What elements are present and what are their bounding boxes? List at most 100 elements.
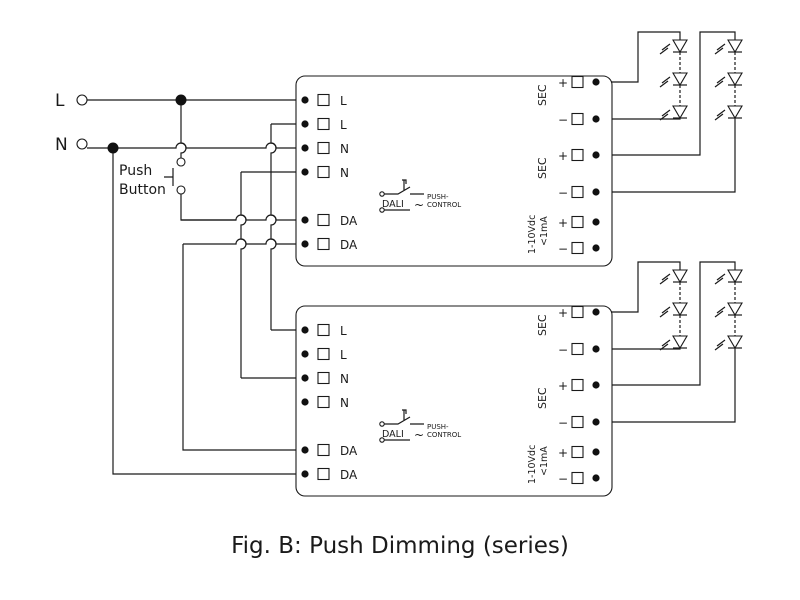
driver-1-input-label-da: DA <box>340 238 358 252</box>
driver-1-input-label-n: N <box>340 142 349 156</box>
driver-2-input-label-l: L <box>340 324 347 338</box>
driver-2-push-control-label-1: PUSH- <box>427 423 449 431</box>
wire-led-string-2-cathode <box>600 118 736 193</box>
driver-2-output-dot <box>592 381 600 389</box>
driver-2-input-terminal <box>317 443 330 457</box>
led-2-1-rays <box>714 43 726 55</box>
led-1-3 <box>672 105 688 120</box>
wire-driver2-da1-in <box>182 244 305 451</box>
driver-1-output-polarity: − <box>558 186 568 200</box>
figure-caption: Fig. B: Push Dimming (series) <box>231 533 569 559</box>
led-2-3 <box>727 105 743 120</box>
led-3-1-rays <box>659 273 671 285</box>
led-2-1 <box>727 39 743 54</box>
driver-1-dali-label: DALI <box>382 199 404 210</box>
wire-driver1-da2 <box>183 238 305 245</box>
driver-1-input-terminal <box>317 213 330 227</box>
led-4-2-rays <box>714 306 726 318</box>
driver-1-output-terminal <box>571 215 584 229</box>
driver-2-output-terminal <box>571 445 584 459</box>
driver-2-input-terminal <box>317 395 330 409</box>
mains-terminal-n <box>76 138 88 150</box>
driver-1-input-terminal <box>317 117 330 131</box>
driver-1-input-dot <box>301 216 309 224</box>
led-4-3-rays <box>714 339 726 351</box>
mains-label-l: L <box>55 91 65 111</box>
driver-2-input-dot <box>301 470 309 478</box>
driver-1-output-polarity: + <box>558 76 568 90</box>
led-3-2-rays <box>659 306 671 318</box>
led-4-2 <box>727 302 743 317</box>
driver-1-switch-symbol <box>384 186 424 195</box>
led-3-2 <box>672 302 688 317</box>
led-1-1 <box>672 39 688 54</box>
driver-2-output-terminal <box>571 305 584 319</box>
push-button-label-line2: Button <box>119 182 166 198</box>
wire-line-to-push-button <box>180 100 187 158</box>
driver-1-input-dot <box>301 144 309 152</box>
driver-1-output-terminal <box>571 185 584 199</box>
driver-2-output-dot <box>592 308 600 316</box>
driver-2-output-terminal <box>571 342 584 356</box>
driver-1-input-dot <box>301 240 309 248</box>
wire-led-string-4-cathode <box>600 348 736 423</box>
driver-1-input-terminal <box>317 237 330 251</box>
driver-2-input-terminal <box>317 467 330 481</box>
driver-1-output-polarity: + <box>558 149 568 163</box>
driver-1-sec-label-1: SEC <box>536 84 549 106</box>
driver-1-input-label-n: N <box>340 166 349 180</box>
driver-1-input-terminal <box>317 93 330 107</box>
driver-2-switch-symbol <box>384 416 424 425</box>
driver-2-output-terminal <box>571 378 584 392</box>
driver-1-output-terminal <box>571 241 584 255</box>
driver-2-input-dot <box>301 398 309 406</box>
led-1-2 <box>672 72 688 87</box>
driver-1-output-dot <box>592 218 600 226</box>
led-4-3 <box>727 335 743 350</box>
mains-terminal-l <box>76 94 88 106</box>
driver-1-output-terminal <box>571 75 584 89</box>
driver-2-input-terminal <box>317 323 330 337</box>
wire-led-string-4-anode <box>600 261 736 386</box>
driver-1-input-label-l: L <box>340 118 347 132</box>
driver-1-output-terminal <box>571 112 584 126</box>
driver-2-output-dot <box>592 345 600 353</box>
led-3-1 <box>672 269 688 284</box>
push-button-contact-bottom <box>176 185 186 195</box>
wire-neutral-to-driver2-da2 <box>112 148 305 475</box>
led-2-2-rays <box>714 76 726 88</box>
driver-1-dali-contact <box>379 191 385 197</box>
driver-1-dim-label-2: <1mA <box>539 216 550 246</box>
driver-2-dali-label: DALI <box>382 429 404 440</box>
driver-2-output-polarity: − <box>558 416 568 430</box>
driver-1-push-control-label-1: PUSH- <box>427 193 449 201</box>
driver-2-input-terminal <box>317 371 330 385</box>
driver-2-dim-label-1: 1-10Vdc <box>527 445 538 484</box>
led-3-3 <box>672 335 688 350</box>
driver-2-sec-label-1: SEC <box>536 314 549 336</box>
driver-1-output-dot <box>592 78 600 86</box>
driver-2-output-polarity: + <box>558 446 568 460</box>
driver-1-housing <box>295 75 613 267</box>
driver-1-input-dot <box>301 168 309 176</box>
driver-1: LLNNDADA+−+−+−SECSEC1-10Vdc<1mADALI~PUSH… <box>295 75 613 267</box>
driver-1-input-dot <box>301 120 309 128</box>
driver-2-output-terminal <box>571 471 584 485</box>
junction-dots <box>107 94 187 154</box>
driver-2-input-label-n: N <box>340 396 349 410</box>
wires <box>87 31 736 475</box>
driver-2: LLNNDADA+−+−+−SECSEC1-10Vdc<1mADALI~PUSH… <box>295 305 613 497</box>
driver-2-tilde-symbol: ~ <box>414 428 424 442</box>
led-4-1-rays <box>714 273 726 285</box>
driver-1-output-dot <box>592 188 600 196</box>
wire-push-button-to-da1 <box>180 194 236 221</box>
driver-1-input-terminal <box>317 141 330 155</box>
led-2-2 <box>727 72 743 87</box>
wire-loop-n <box>240 172 247 378</box>
driver-2-push-control-label-2: CONTROL <box>427 431 461 439</box>
driver-1-output-dot <box>592 151 600 159</box>
driver-2-dali-contact <box>379 421 385 427</box>
driver-2-input-dot <box>301 374 309 382</box>
